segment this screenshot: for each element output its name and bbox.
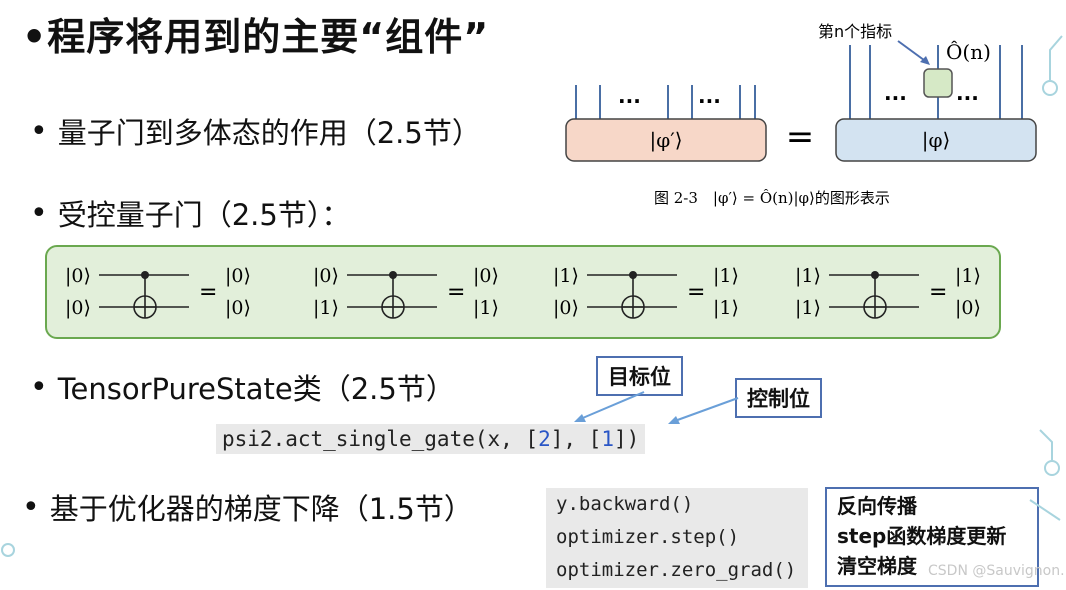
cnot-input-bottom: |1⟩ — [795, 297, 821, 319]
bullet-gate-action: • 量子门到多体态的作用（2.5节） — [30, 110, 481, 152]
cnot-equals: = — [199, 280, 217, 305]
act-single-gate-code: psi2.act_single_gate(x, [2], [1]) — [216, 424, 646, 454]
csdn-watermark: CSDN @Sauvignon. — [928, 563, 1065, 579]
bullet-dot: • — [30, 113, 48, 149]
left-state-tensor — [565, 118, 767, 162]
bullet-text: TensorPureState类（2.5节） — [57, 372, 455, 406]
bullet-dot: • — [22, 489, 40, 525]
cnot-equals: = — [447, 280, 465, 305]
cnot-input-top: |0⟩ — [313, 265, 339, 287]
annotation-arrowhead — [920, 56, 930, 65]
right-tensor-legs — [849, 45, 1023, 120]
index-annotation: 第n个指标 — [818, 22, 892, 41]
left-dots-2: ··· — [698, 89, 721, 113]
figure-caption: 图 2-3 |φ′⟩ = Ô(n)|φ⟩的图形表示 — [654, 189, 890, 207]
cnot-equals: = — [929, 280, 947, 305]
target-arrowhead — [574, 414, 586, 422]
cnot-output-top: |1⟩ — [955, 265, 981, 287]
callout-arrows — [574, 391, 739, 424]
control-arrowhead — [668, 416, 680, 424]
explanation-box: 反向传播 step函数梯度更新 清空梯度 — [825, 487, 1039, 587]
code-mid: ], [ — [550, 427, 602, 451]
right-dots-2: ··· — [956, 86, 979, 110]
bullet-text: 受控量子门（2.5节）： — [57, 198, 351, 232]
bullet-text: 基于优化器的梯度下降（1.5节） — [49, 492, 473, 526]
note-clear-grad: 清空梯度 — [837, 554, 917, 578]
bullet-dot: • — [30, 369, 48, 405]
page-title: •程序将用到的主要“组件” — [22, 15, 490, 59]
operator-label: Ô(n) — [946, 39, 991, 64]
cnot-output-bottom: |1⟩ — [713, 297, 739, 319]
cnot-input-top: |1⟩ — [795, 265, 821, 287]
decorative-circle — [1, 543, 15, 557]
cnot-truth-table — [45, 245, 1001, 339]
operator-tensor — [923, 68, 953, 98]
code-prefix: psi2.act_single_gate(x, [ — [222, 427, 539, 451]
cnot-circuits: |0⟩ |0⟩ = |0⟩ |0⟩ |0⟩ |1⟩ = |0⟩ |1⟩ |1⟩ |0⟩ = |1⟩ |1⟩ |… — [65, 265, 981, 319]
control-bit-callout: 控制位 — [735, 378, 822, 418]
code-suffix: ]) — [613, 427, 640, 451]
code-control-index: 1 — [601, 427, 614, 451]
cnot-input-top: |0⟩ — [65, 265, 91, 287]
bullet-gradient-descent: • 基于优化器的梯度下降（1.5节） — [22, 486, 473, 528]
code-zero-grad: optimizer.zero_grad() — [556, 559, 797, 581]
figure-equals: = — [786, 117, 815, 157]
right-dots: ··· — [884, 86, 907, 110]
bullet-text: 量子门到多体态的作用（2.5节） — [57, 116, 481, 150]
cnot-output-bottom: |0⟩ — [225, 297, 251, 319]
control-arrow — [671, 397, 739, 423]
bullet-tensor-pure-state: • TensorPureState类（2.5节） — [30, 366, 455, 408]
cnot-input-bottom: |0⟩ — [65, 297, 91, 319]
cnot-input-bottom: |1⟩ — [313, 297, 339, 319]
code-backward: y.backward() — [556, 493, 694, 515]
left-dots: ··· — [618, 89, 641, 113]
cnot-output-bottom: |0⟩ — [955, 297, 981, 319]
code-step: optimizer.step() — [556, 526, 740, 548]
cnot-input-top: |1⟩ — [553, 265, 579, 287]
bullet-dot: • — [30, 195, 48, 231]
cnot-output-top: |0⟩ — [225, 265, 251, 287]
decorative-circuit-lines — [1029, 35, 1063, 521]
cnot-output-top: |1⟩ — [713, 265, 739, 287]
cnot-output-bottom: |1⟩ — [473, 297, 499, 319]
left-state-label: |φ′⟩ — [649, 128, 682, 153]
note-backprop: 反向传播 — [837, 494, 917, 518]
cnot-input-bottom: |0⟩ — [553, 297, 579, 319]
right-state-label: |φ⟩ — [922, 128, 951, 153]
code-target-index: 2 — [538, 427, 551, 451]
note-step-update: step函数梯度更新 — [837, 524, 1007, 548]
tensor-network-figure: ··· ··· |φ′⟩ = ··· ··· |φ⟩ 第n个指标 Ô(n) 图 … — [565, 22, 1037, 207]
right-state-tensor — [835, 118, 1037, 162]
bullet-controlled-gate: • 受控量子门（2.5节）： — [30, 192, 350, 234]
cnot-equals: = — [687, 280, 705, 305]
target-arrow — [577, 391, 645, 421]
cnot-output-top: |0⟩ — [473, 265, 499, 287]
left-tensor-legs — [575, 85, 756, 120]
optimizer-code-block: y.backward() optimizer.step() optimizer.… — [546, 488, 808, 588]
target-bit-callout: 目标位 — [596, 356, 683, 396]
